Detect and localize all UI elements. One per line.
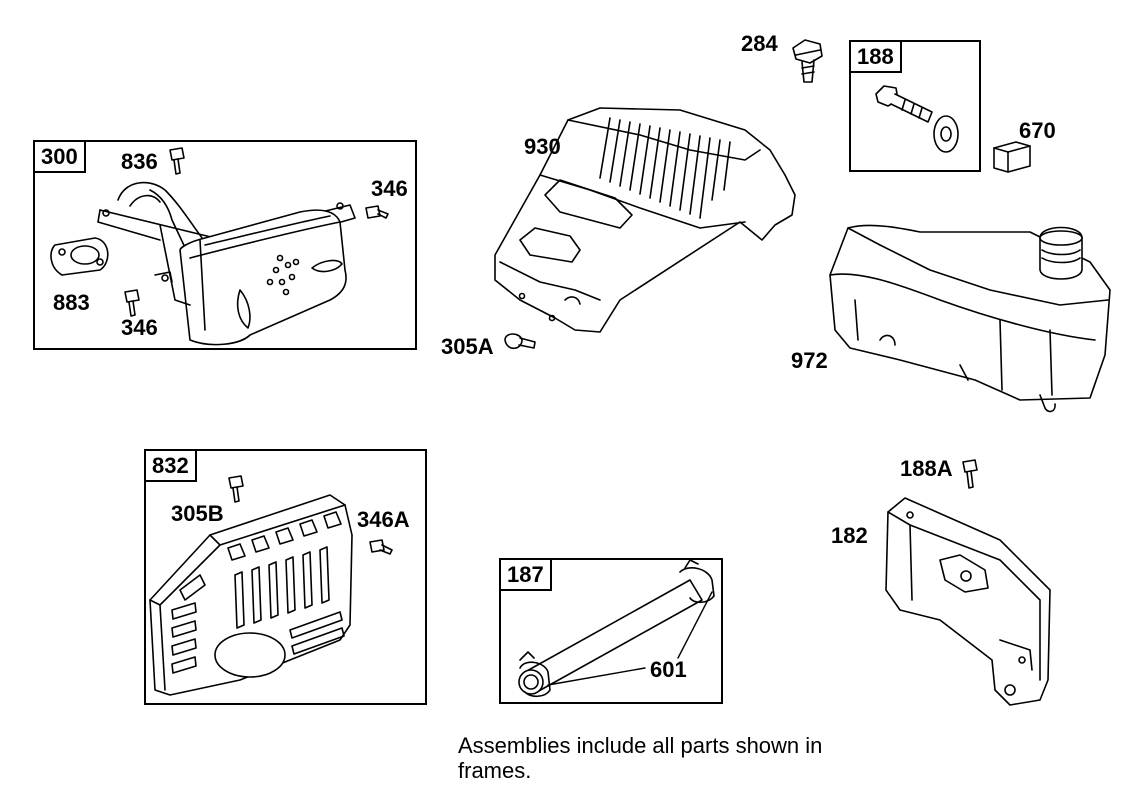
- frame-832-label: 832: [146, 451, 197, 482]
- label-670: 670: [1019, 118, 1056, 143]
- label-930: 930: [524, 134, 561, 159]
- frame-187: 187: [499, 558, 723, 704]
- frame-300: 300: [33, 140, 417, 350]
- label-188A: 188A: [900, 456, 953, 481]
- fuel-line-drawing: [518, 559, 715, 698]
- assembly-note: Assemblies include all parts shown in fr…: [458, 733, 823, 783]
- label-346-lower: 346: [121, 315, 158, 340]
- label-305B: 305B: [171, 501, 224, 526]
- frame-188-label: 188: [851, 42, 902, 73]
- fuel-tank-drawing: [829, 224, 1111, 413]
- muffler-drawing: [50, 147, 389, 346]
- blower-housing-drawing: [494, 107, 796, 350]
- spacer-670-drawing: [993, 141, 1031, 173]
- label-346-upper: 346: [371, 176, 408, 201]
- label-305A: 305A: [441, 334, 494, 359]
- frame-188: 188: [849, 40, 981, 172]
- frame-300-label: 300: [35, 142, 86, 173]
- label-601: 601: [650, 657, 687, 682]
- label-182: 182: [831, 523, 868, 548]
- label-883: 883: [53, 290, 90, 315]
- frame-832: 832: [144, 449, 427, 705]
- bracket-182-drawing: [885, 459, 1051, 706]
- label-346A: 346A: [357, 507, 410, 532]
- frame-187-label: 187: [501, 560, 552, 591]
- label-284: 284: [741, 31, 778, 56]
- muffler-guard-drawing: [149, 475, 393, 696]
- screw-284-drawing: [792, 39, 823, 83]
- bolt-188-drawing: [875, 85, 959, 153]
- label-972: 972: [791, 348, 828, 373]
- label-836: 836: [121, 149, 158, 174]
